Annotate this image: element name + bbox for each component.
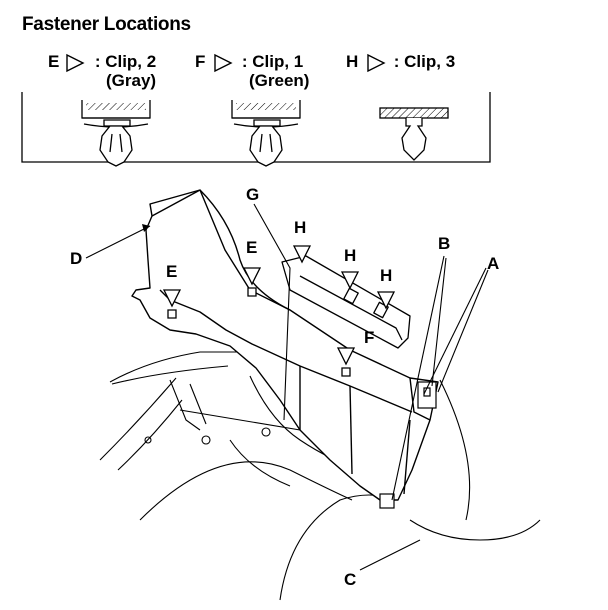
legend-item-e: E : Clip, 2 (Gray) <box>48 52 156 90</box>
clip-f-illustration <box>231 100 301 167</box>
callout-c: C <box>344 570 357 589</box>
legend-letter-f: F <box>195 52 206 71</box>
clip-e-illustration <box>81 100 151 167</box>
body-outline <box>99 351 541 601</box>
callout-d: D <box>70 249 83 268</box>
legend-triangles <box>66 53 386 73</box>
callout-h-2: H <box>344 246 357 265</box>
callout-b: B <box>438 234 451 253</box>
legend-sub-e: (Gray) <box>106 71 157 90</box>
callout-g: G <box>246 185 260 204</box>
callout-f: F <box>364 328 375 347</box>
callout-h-1: H <box>294 218 307 237</box>
trim-panel <box>131 189 439 501</box>
leader-lines <box>85 203 489 571</box>
callout-e-center: E <box>246 238 258 257</box>
clip-h-illustration <box>379 107 449 161</box>
legend-letter-h: H <box>346 52 359 71</box>
clip-markers <box>162 245 396 377</box>
page-title: Fastener Locations <box>22 14 191 35</box>
legend-sub-f: (Green) <box>249 71 310 90</box>
bracket-b <box>379 381 437 509</box>
legend-label-h: : Clip, 3 <box>393 52 456 71</box>
legend-label-f: : Clip, 1 <box>241 52 304 71</box>
legend-item-f: F : Clip, 1 (Green) <box>195 52 309 90</box>
callout-h-3: H <box>380 266 393 285</box>
legend-letter-e: E <box>48 52 60 71</box>
legend-item-h: H : Clip, 3 <box>346 52 455 71</box>
legend-label-e: : Clip, 2 <box>94 52 157 71</box>
legend-frame <box>21 92 491 163</box>
trim-strip <box>281 255 411 349</box>
callout-e-left: E <box>166 262 178 281</box>
callout-a: A <box>487 254 500 273</box>
